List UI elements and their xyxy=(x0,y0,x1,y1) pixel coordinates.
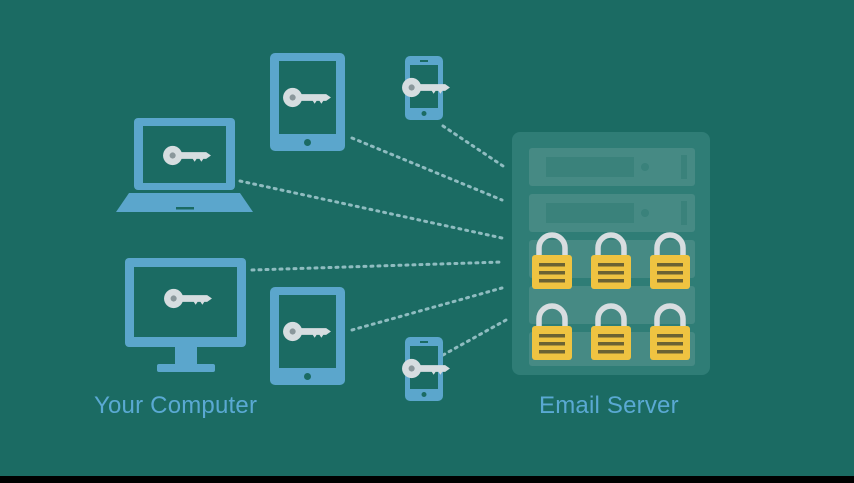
laptop-icon xyxy=(116,118,253,212)
phone-bottom-icon xyxy=(402,337,450,401)
connector-monitor xyxy=(250,260,504,272)
connector-laptop xyxy=(238,179,504,240)
connector-tablet-bottom xyxy=(350,286,504,332)
tablet-top-icon xyxy=(270,53,345,151)
your-computer-label: Your Computer xyxy=(94,392,258,419)
email-server-label: Email Server xyxy=(539,392,679,419)
desktop-monitor-icon xyxy=(125,258,246,372)
server-icon xyxy=(512,132,710,375)
connector-phone-top xyxy=(441,124,508,170)
connector-lines xyxy=(238,124,508,357)
connector-phone-bottom xyxy=(441,318,508,357)
connector-tablet-top xyxy=(350,136,504,202)
tablet-bottom-icon xyxy=(270,287,345,385)
phone-top-icon xyxy=(402,56,450,120)
